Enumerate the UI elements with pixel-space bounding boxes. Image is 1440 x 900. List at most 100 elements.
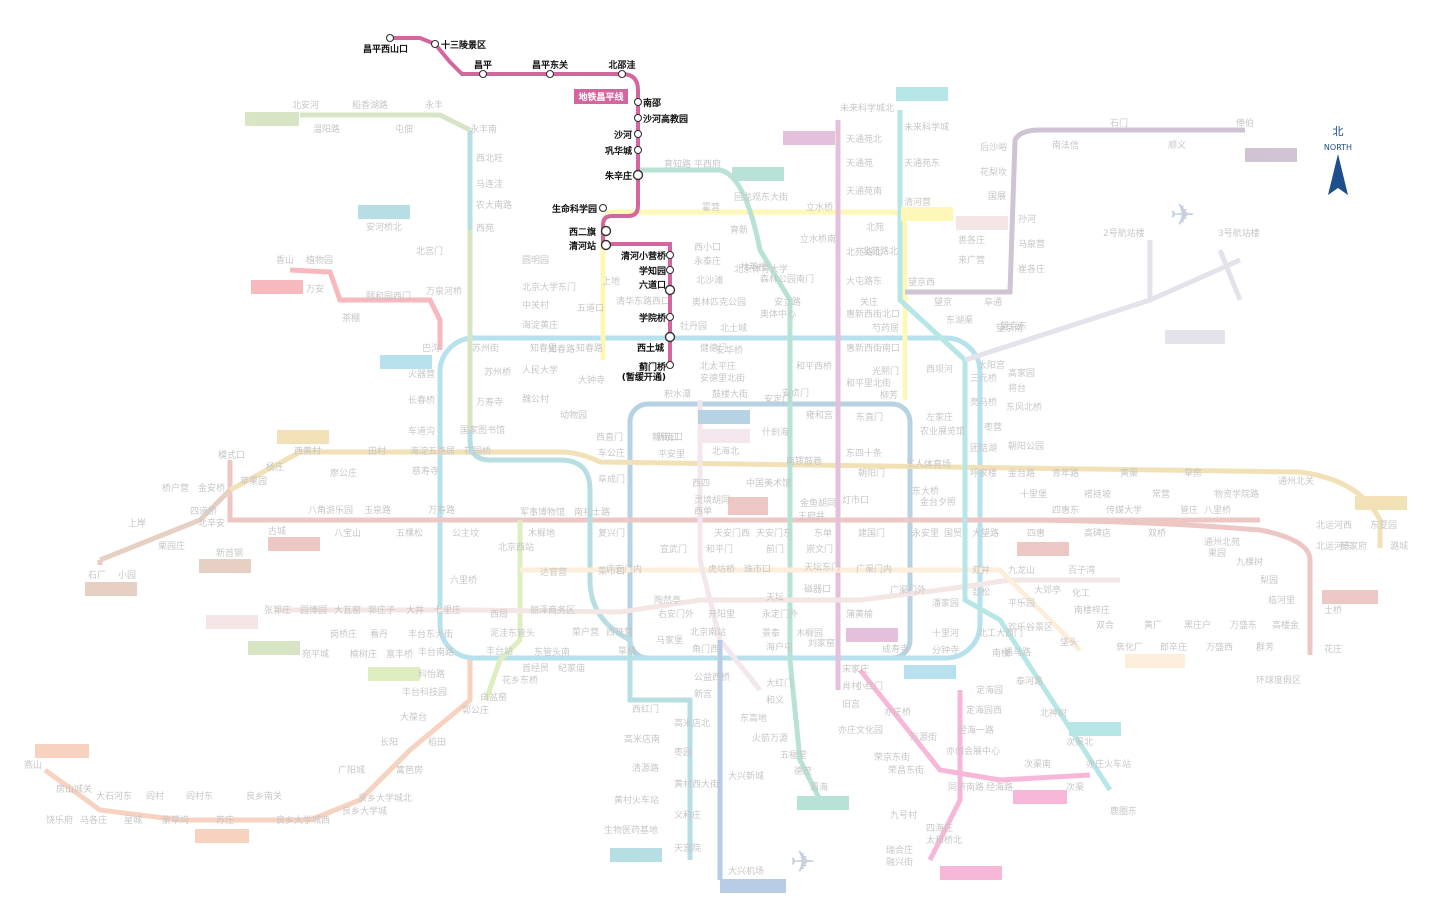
station-dot[interactable]	[545, 69, 555, 79]
station-dot[interactable]	[665, 265, 675, 275]
station-dot[interactable]	[600, 225, 612, 237]
svg-text:旧宫: 旧宫	[842, 698, 860, 710]
station-dot[interactable]	[617, 69, 627, 79]
svg-text:清华东路西口: 清华东路西口	[616, 295, 670, 307]
svg-text:公主坟: 公主坟	[452, 527, 479, 539]
svg-text:肖村: 肖村	[842, 680, 860, 692]
station-dot[interactable]	[664, 284, 676, 296]
svg-text:义和庄: 义和庄	[674, 809, 701, 821]
svg-text:孙河: 孙河	[1018, 213, 1036, 225]
svg-text:天安门东: 天安门东	[756, 527, 792, 539]
svg-text:西单: 西单	[694, 505, 712, 517]
line-2-path	[627, 401, 913, 661]
svg-text:园博园: 园博园	[300, 604, 327, 616]
station-label[interactable]: 清河站	[569, 240, 596, 252]
station-dot[interactable]	[633, 129, 643, 139]
station-label[interactable]: 沙河高教园	[643, 113, 688, 125]
svg-text:蒲黄榆: 蒲黄榆	[846, 608, 873, 620]
station-label[interactable]: 朱辛庄	[604, 170, 632, 182]
svg-text:东湖渠: 东湖渠	[946, 314, 973, 326]
svg-text:立水桥南: 立水桥南	[800, 233, 836, 245]
line-1-path	[97, 460, 1260, 565]
svg-text:太和桥北: 太和桥北	[926, 834, 962, 846]
station-dot[interactable]	[632, 169, 644, 181]
svg-text:东大桥: 东大桥	[912, 485, 939, 497]
line-14-path	[275, 577, 1120, 615]
svg-text:开阳里: 开阳里	[708, 609, 735, 620]
svg-text:看丹: 看丹	[370, 628, 388, 640]
svg-text:屯佃: 屯佃	[395, 123, 413, 135]
svg-text:团结湖: 团结湖	[970, 442, 997, 454]
svg-text:花园桥: 花园桥	[464, 445, 491, 457]
svg-text:环球度假区: 环球度假区	[1256, 674, 1301, 686]
svg-text:欢乐谷景区: 欢乐谷景区	[1008, 621, 1053, 633]
station-label[interactable]: 北邵洼	[608, 59, 635, 71]
svg-text:菜市口: 菜市口	[598, 565, 625, 577]
station-dot[interactable]	[478, 69, 488, 79]
yizhuang-t1-path	[927, 690, 963, 862]
svg-text:亦创会展中心: 亦创会展中心	[946, 745, 1000, 757]
svg-text:育新: 育新	[730, 224, 748, 236]
station-label[interactable]: 西二旗	[569, 226, 596, 238]
svg-text:北京大学东门: 北京大学东门	[522, 281, 576, 293]
station-label[interactable]: 学院桥	[639, 312, 667, 324]
station-dot[interactable]	[633, 113, 643, 123]
station-label[interactable]: 沙河	[614, 129, 632, 141]
svg-text:林萃桥: 林萃桥	[740, 261, 767, 273]
svg-text:苏州街: 苏州街	[472, 342, 499, 354]
line-8-path	[640, 167, 823, 802]
station-dot[interactable]	[665, 250, 675, 260]
svg-text:后沙峪: 后沙峪	[980, 142, 1007, 153]
station-label[interactable]: 学知园	[639, 265, 666, 277]
station-label[interactable]: 昌平东关	[532, 59, 568, 71]
station-label[interactable]: 蓟门桥	[638, 361, 667, 373]
station-dot[interactable]	[598, 203, 608, 213]
svg-text:富丰桥: 富丰桥	[386, 648, 413, 660]
svg-text:北辛安: 北辛安	[198, 517, 225, 529]
svg-text:火箭万源: 火箭万源	[752, 732, 788, 744]
station-label[interactable]: 生命科学园	[552, 203, 597, 215]
svg-text:北沙滩: 北沙滩	[696, 274, 723, 286]
station-dot[interactable]	[633, 97, 643, 107]
station-dot[interactable]	[600, 239, 612, 251]
svg-text:北京体育大学: 北京体育大学	[734, 263, 788, 275]
station-label[interactable]: 昌平西山口	[363, 43, 408, 55]
svg-text:枣园: 枣园	[674, 747, 692, 758]
svg-text:长春桥: 长春桥	[408, 394, 435, 406]
svg-text:北运河西: 北运河西	[1316, 519, 1352, 531]
svg-text:望京: 望京	[934, 296, 952, 308]
station-dot[interactable]	[665, 360, 675, 370]
station-dot[interactable]	[664, 331, 676, 343]
svg-text:苹果园: 苹果园	[240, 475, 267, 487]
svg-text:什刹海: 什刹海	[762, 426, 789, 438]
svg-text:火器营: 火器营	[408, 368, 435, 380]
station-dot[interactable]	[665, 312, 675, 322]
svg-text:良乡南关: 良乡南关	[246, 790, 282, 802]
svg-text:茶棚: 茶棚	[342, 312, 360, 324]
svg-text:南楼: 南楼	[992, 647, 1010, 659]
station-label[interactable]: 六道口	[639, 279, 666, 291]
svg-text:阎村东: 阎村东	[186, 790, 213, 802]
svg-text:北太平庄: 北太平庄	[700, 360, 736, 372]
svg-text:呼家楼: 呼家楼	[970, 467, 997, 479]
station-dot[interactable]	[430, 39, 440, 49]
svg-text:大郊亭: 大郊亭	[1034, 584, 1061, 596]
svg-text:常营: 常营	[1152, 488, 1170, 500]
svg-text:关庄: 关庄	[860, 296, 878, 308]
svg-text:大钟寺: 大钟寺	[578, 374, 605, 386]
station-label[interactable]: 西土城	[637, 342, 664, 354]
svg-text:九棵树: 九棵树	[1236, 556, 1263, 568]
svg-text:阎村: 阎村	[146, 790, 164, 802]
svg-text:八里桥: 八里桥	[1204, 504, 1231, 516]
station-dot[interactable]	[385, 33, 395, 43]
station-dot[interactable]	[633, 145, 643, 155]
station-label[interactable]: 清河小营桥	[621, 250, 667, 262]
svg-text:经海路: 经海路	[986, 781, 1013, 793]
station-label[interactable]: 南邵	[643, 97, 661, 109]
station-label[interactable]: 十三陵景区	[441, 39, 486, 51]
station-label[interactable]: 昌平	[474, 60, 492, 71]
svg-text:万寿寺: 万寿寺	[476, 396, 503, 408]
station-label[interactable]: 巩华城	[605, 145, 632, 157]
svg-text:良乡大学城: 良乡大学城	[342, 805, 387, 817]
svg-text:温阳路: 温阳路	[313, 123, 340, 135]
